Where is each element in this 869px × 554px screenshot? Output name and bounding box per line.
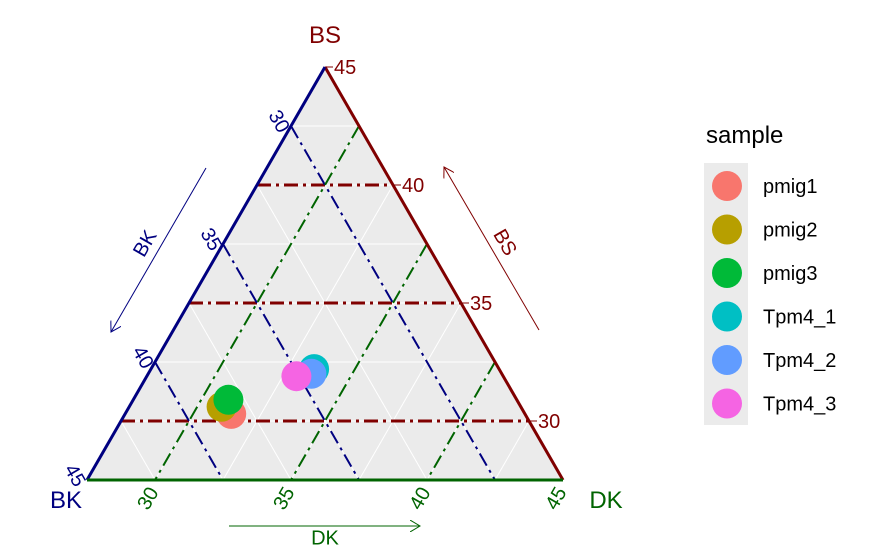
plot-background [87, 67, 563, 480]
dk-tick-label: 35 [269, 484, 299, 514]
bk-grid-line [222, 243, 360, 481]
dk-tick-label: 40 [405, 484, 435, 514]
bs-arrow [444, 167, 540, 331]
data-point-pmig3 [213, 384, 244, 415]
dk-grid-line [290, 243, 428, 481]
bs-axis-title: BS [309, 22, 341, 49]
minor-grid-line [256, 184, 428, 481]
legend-title: sample [706, 122, 783, 149]
dk-axis-title: DK [589, 487, 622, 514]
bk-axis-title: BK [50, 487, 82, 514]
legend-label-pmig1: pmig1 [763, 176, 817, 198]
minor-grid-line [494, 420, 530, 481]
triangle-border [85, 66, 565, 482]
legend-key-tpm4-2 [712, 345, 742, 375]
bs-tick-label: 40 [402, 175, 424, 197]
bk-axis-line [85, 66, 327, 481]
legend-key-pmig3 [712, 258, 742, 288]
legend-label-tpm4-3: Tpm4_3 [763, 394, 836, 416]
legend-label-pmig2: pmig2 [763, 220, 817, 242]
legend-key-tpm4-1 [712, 301, 742, 332]
dk-tick-label-group: 45 [541, 484, 571, 514]
dk-tick-label: 45 [541, 484, 571, 514]
legend-label-tpm4-1: Tpm4_1 [763, 307, 836, 329]
dk-tick-label-group: 40 [405, 484, 435, 514]
data-point-tpm4-3 [281, 361, 312, 392]
axis-titles: BS BK DK [50, 22, 623, 514]
triangle-fill [87, 67, 563, 480]
data-points [206, 354, 330, 429]
legend-label-tpm4-2: Tpm4_2 [763, 350, 836, 372]
bk-arrow-label: BK [129, 226, 162, 261]
bs-axis-line [323, 66, 565, 481]
bk-arrow-label-group: BK [129, 226, 162, 261]
dk-arrow-label-group: DK [311, 527, 339, 549]
minor-grid-line [222, 184, 394, 481]
dk-tick-label: 30 [133, 484, 163, 514]
dk-arrow-label: DK [311, 527, 339, 549]
bs-tick-label: 35 [470, 293, 492, 315]
minor-grid-line [120, 420, 156, 481]
bs-arrow-label-group: BS [488, 226, 520, 260]
dk-grid-line [426, 361, 496, 481]
legend-label-pmig3: pmig3 [763, 263, 817, 285]
bk-grid-line [154, 361, 224, 481]
minor-grid-line [358, 302, 462, 481]
legend-key-tpm4-3 [712, 388, 742, 419]
bs-tick-label: 45 [334, 57, 356, 79]
legend-key-pmig2 [712, 214, 742, 245]
legend-key-pmig1 [712, 171, 742, 201]
dk-tick-label-group: 35 [269, 484, 299, 514]
dk-tick-label-group: 30 [133, 484, 163, 514]
legend-key-background [704, 163, 748, 425]
bk-arrow [111, 167, 207, 332]
bs-tick-label: 30 [538, 411, 560, 433]
major-grid [121, 125, 529, 481]
bs-arrow-label: BS [488, 226, 520, 260]
